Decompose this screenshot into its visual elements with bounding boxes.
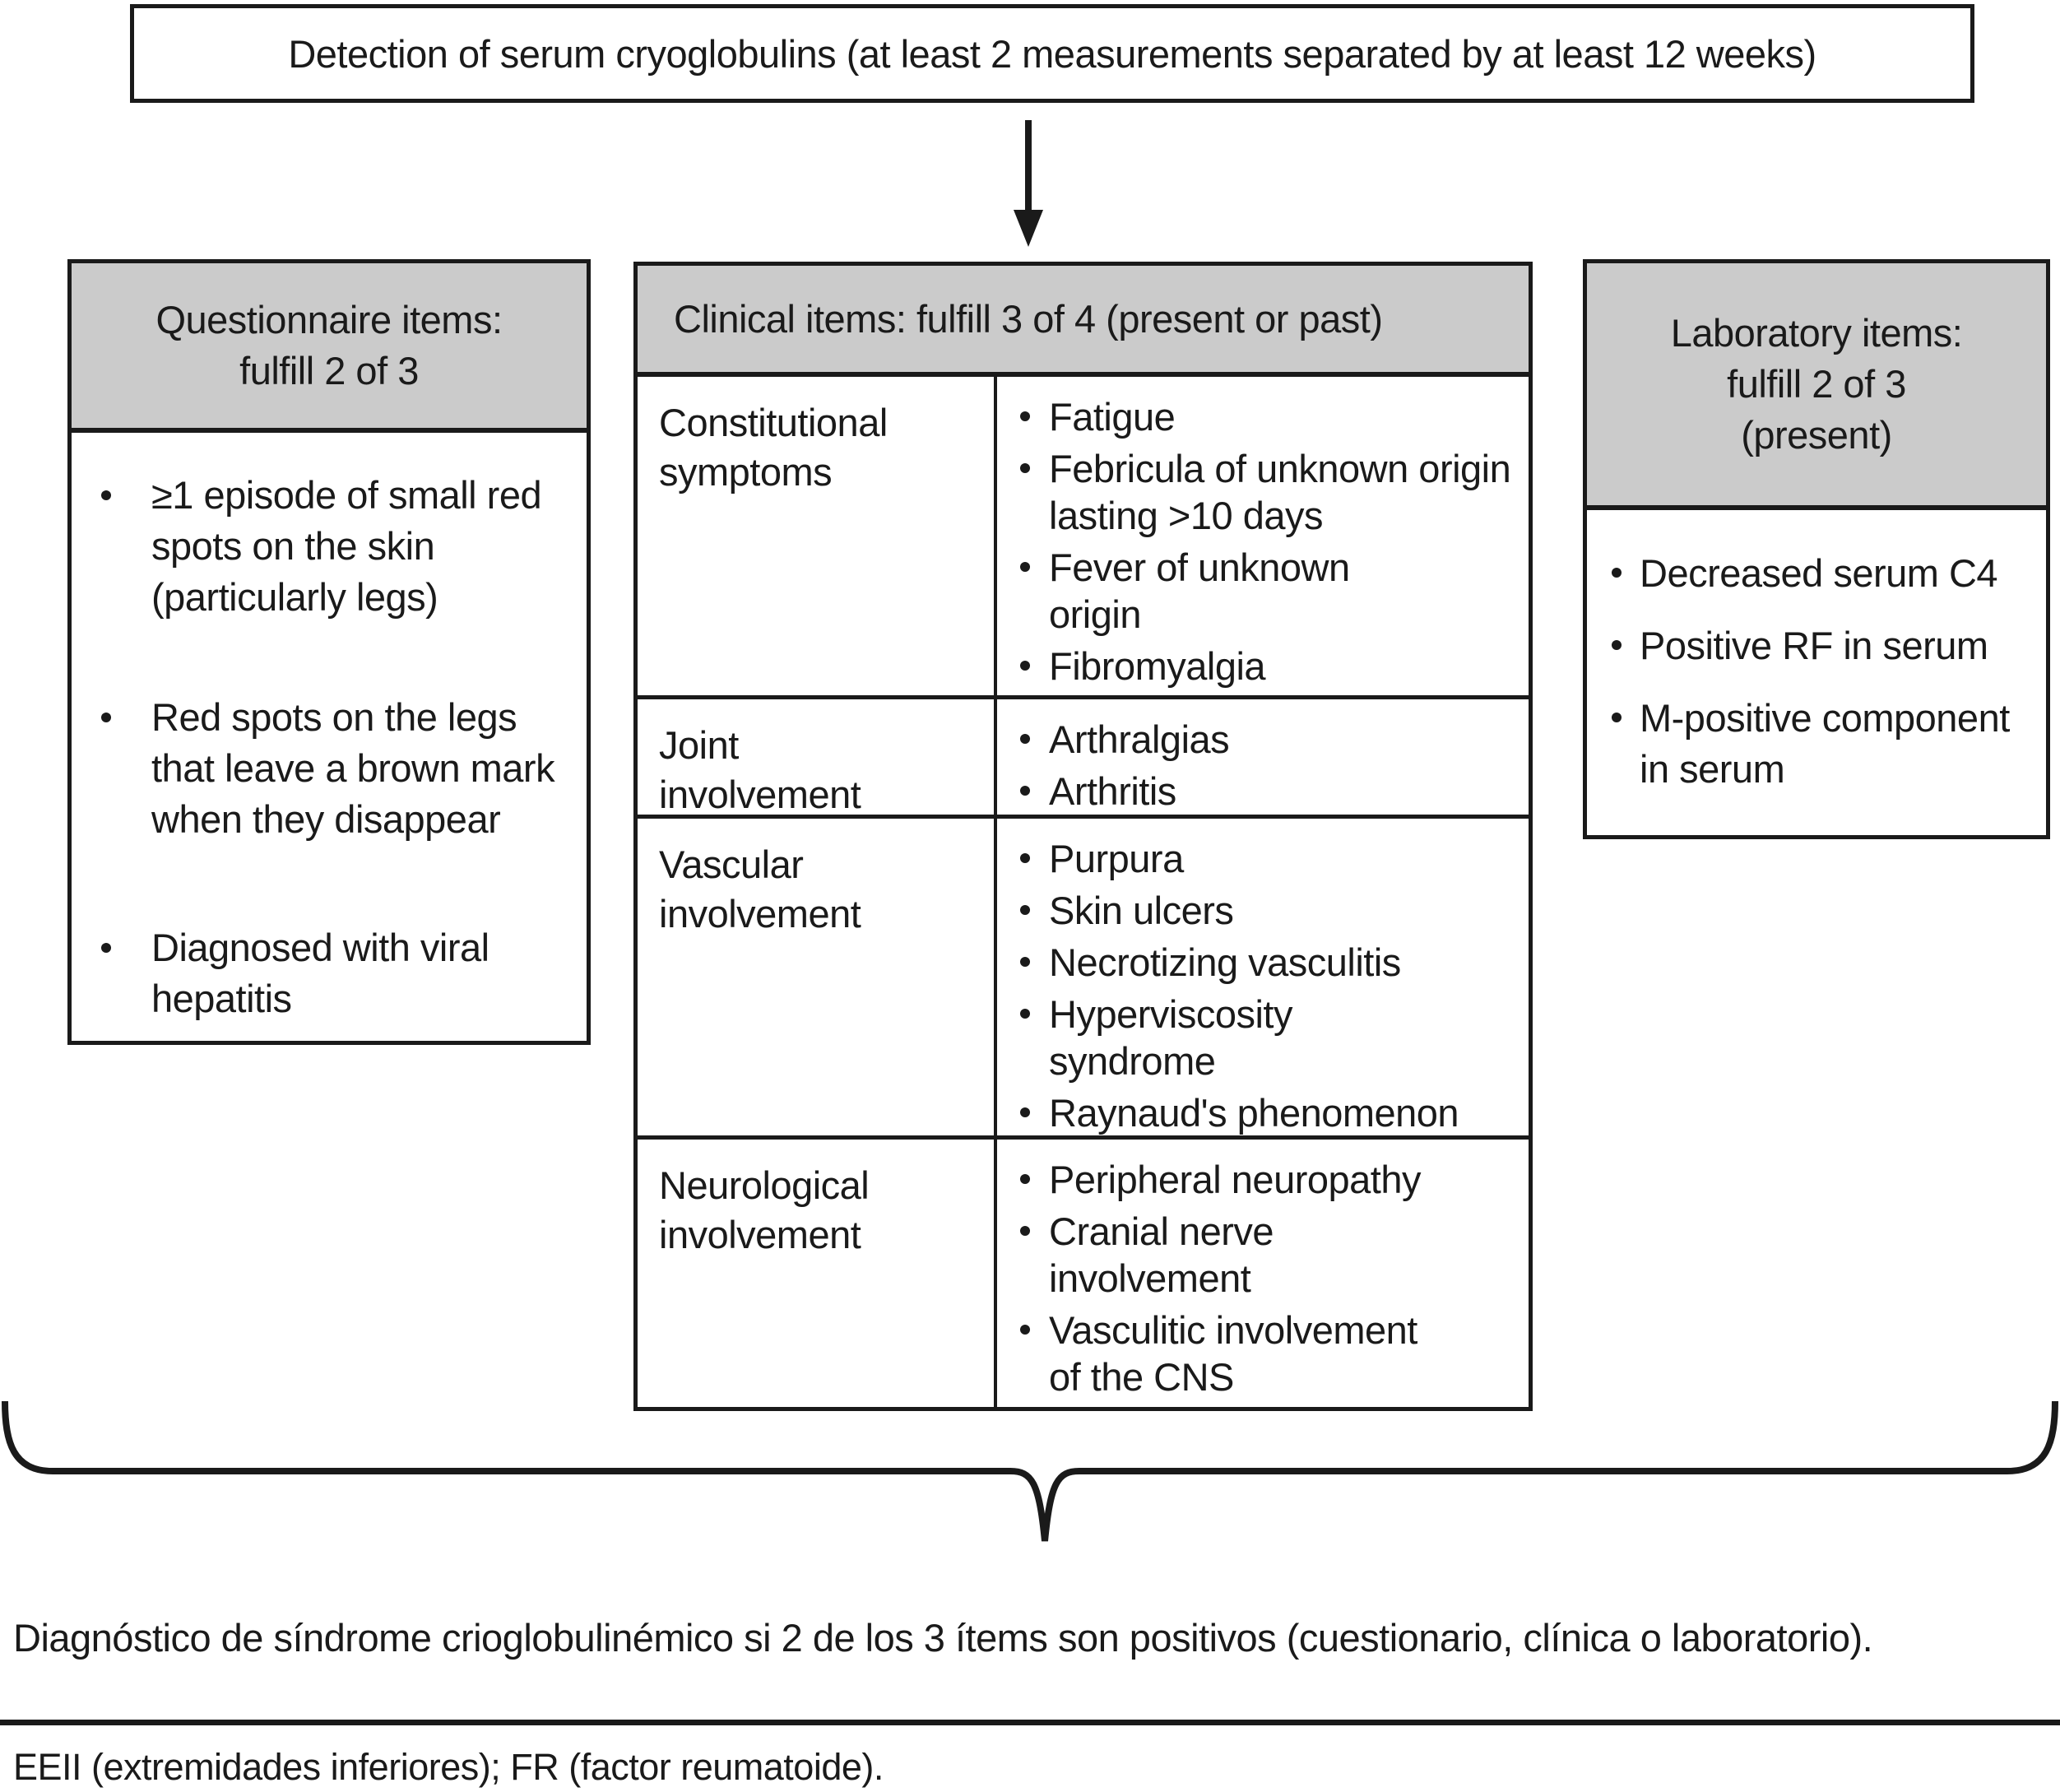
list-item: Peripheral neuropathy (997, 1156, 1520, 1203)
item-text: Vasculitic involvement of the CNS (1049, 1308, 1417, 1399)
bullet-icon (1020, 463, 1030, 473)
bullet-icon (1020, 853, 1030, 863)
curly-brace-icon (2, 1400, 2058, 1542)
list-item: Cranial nerve involvement (997, 1208, 1520, 1302)
flow-arrow (987, 115, 1069, 251)
item-text: M-positive component in serum (1640, 696, 2010, 791)
item-text: Necrotizing vasculitis (1049, 940, 1401, 984)
item-text: Skin ulcers (1049, 889, 1234, 932)
laboratory-header: Laboratory items: fulfill 2 of 3 (presen… (1587, 263, 2046, 510)
list-item: Decreased serum C4 (1587, 548, 2036, 599)
clinical-header-text: Clinical items: fulfill 3 of 4 (present … (674, 296, 1383, 341)
item-text: Fibromyalgia (1049, 644, 1266, 688)
item-text: ≥1 episode of small red spots on the ski… (151, 473, 542, 619)
list-item: Necrotizing vasculitis (997, 939, 1520, 986)
item-text: Fever of unknown origin (1049, 545, 1350, 636)
bullet-icon (1020, 411, 1030, 421)
row-label: Neurological involvement (638, 1140, 997, 1407)
bullet-icon (1020, 734, 1030, 744)
list-item: Arthralgias (997, 716, 1520, 763)
list-item: Febricula of unknown origin lasting >10 … (997, 445, 1520, 539)
laboratory-header-line2: fulfill 2 of 3 (1727, 362, 1906, 406)
bullet-icon (1612, 568, 1622, 578)
bullet-icon (101, 713, 111, 722)
row-items: Purpura Skin ulcers Necrotizing vasculit… (997, 819, 1529, 1135)
row-items: Peripheral neuropathy Cranial nerve invo… (997, 1140, 1529, 1407)
laboratory-header-line1: Laboratory items: (1670, 311, 1963, 355)
row-label: Vascular involvement (638, 819, 997, 1135)
bullet-icon (1020, 957, 1030, 967)
bullet-icon (1020, 905, 1030, 915)
down-arrow-icon (1014, 120, 1043, 247)
row-label: Constitutional symptoms (638, 377, 997, 695)
item-text: Febricula of unknown origin lasting >10 … (1049, 447, 1511, 537)
table-row: Neurological involvement Peripheral neur… (638, 1140, 1529, 1407)
bullet-icon (1020, 661, 1030, 671)
abbreviation-footnote: EEII (extremidades inferiores); FR (fact… (13, 1746, 884, 1788)
grouping-brace (0, 1395, 2060, 1555)
item-text: Arthralgias (1049, 717, 1230, 761)
table-row: Constitutional symptoms Fatigue Febricul… (638, 377, 1529, 699)
item-text: Hyperviscosity syndrome (1049, 992, 1292, 1083)
bullet-icon (1020, 562, 1030, 572)
item-text: Cranial nerve involvement (1049, 1209, 1274, 1300)
item-text: Decreased serum C4 (1640, 551, 1998, 595)
list-item: Fibromyalgia (997, 643, 1520, 689)
list-item: Fever of unknown origin (997, 544, 1520, 638)
list-item: Arthritis (997, 768, 1520, 815)
bullet-icon (1612, 640, 1622, 650)
diagnosis-note: Diagnóstico de síndrome crioglobulinémic… (13, 1616, 1873, 1660)
questionnaire-header: Questionnaire items: fulfill 2 of 3 (72, 263, 587, 433)
bullet-icon (101, 490, 111, 500)
list-item: Purpura (997, 835, 1520, 882)
questionnaire-header-line1: Questionnaire items: (155, 298, 503, 341)
list-item: Vasculitic involvement of the CNS (997, 1307, 1520, 1400)
row-items: Arthralgias Arthritis (997, 699, 1529, 815)
list-item: Raynaud's phenomenon (997, 1089, 1520, 1136)
list-item: Positive RF in serum (1587, 620, 2036, 671)
item-text: Fatigue (1049, 395, 1176, 439)
bullet-icon (1020, 1174, 1030, 1184)
laboratory-list: Decreased serum C4 Positive RF in serum … (1587, 510, 2046, 795)
item-text: Arthritis (1049, 769, 1176, 813)
item-text: Purpura (1049, 837, 1184, 880)
clinical-row-list: Fatigue Febricula of unknown origin last… (997, 377, 1529, 689)
table-row: Joint involvement Arthralgias Arthritis (638, 699, 1529, 819)
list-item: Fatigue (997, 393, 1520, 440)
bullet-icon (1020, 786, 1030, 796)
questionnaire-panel: Questionnaire items: fulfill 2 of 3 ≥1 e… (67, 259, 591, 1045)
row-items: Fatigue Febricula of unknown origin last… (997, 377, 1529, 695)
list-item: Diagnosed with viral hepatitis (72, 922, 572, 1024)
bullet-icon (1020, 1009, 1030, 1019)
questionnaire-header-line2: fulfill 2 of 3 (239, 349, 419, 392)
list-item: ≥1 episode of small red spots on the ski… (72, 470, 572, 623)
laboratory-header-line3: (present) (1741, 413, 1892, 457)
clinical-header: Clinical items: fulfill 3 of 4 (present … (638, 266, 1529, 377)
clinical-panel: Clinical items: fulfill 3 of 4 (present … (633, 262, 1533, 1411)
list-item: Red spots on the legs that leave a brown… (72, 692, 572, 845)
detection-box: Detection of serum cryoglobulins (at lea… (130, 4, 1974, 103)
list-item: M-positive component in serum (1587, 693, 2036, 795)
questionnaire-list: ≥1 episode of small red spots on the ski… (72, 433, 587, 1024)
bullet-icon (1020, 1107, 1030, 1117)
bullet-icon (1020, 1325, 1030, 1335)
item-text: Positive RF in serum (1640, 624, 1988, 667)
item-text: Red spots on the legs that leave a brown… (151, 695, 555, 841)
item-text: Raynaud's phenomenon (1049, 1091, 1459, 1135)
list-item: Skin ulcers (997, 887, 1520, 934)
clinical-row-list: Peripheral neuropathy Cranial nerve invo… (997, 1140, 1529, 1400)
clinical-row-list: Arthralgias Arthritis (997, 699, 1529, 815)
item-text: Peripheral neuropathy (1049, 1158, 1421, 1201)
bullet-icon (101, 943, 111, 953)
laboratory-panel: Laboratory items: fulfill 2 of 3 (presen… (1583, 259, 2050, 839)
clinical-row-list: Purpura Skin ulcers Necrotizing vasculit… (997, 819, 1529, 1136)
item-text: Diagnosed with viral hepatitis (151, 926, 489, 1020)
detection-box-text: Detection of serum cryoglobulins (at lea… (288, 31, 1816, 76)
bullet-icon (1020, 1226, 1030, 1236)
row-label: Joint involvement (638, 699, 997, 816)
bullet-icon (1612, 713, 1622, 722)
list-item: Hyperviscosity syndrome (997, 991, 1520, 1084)
table-row: Vascular involvement Purpura Skin ulcers… (638, 819, 1529, 1140)
footnote-divider (0, 1720, 2060, 1725)
